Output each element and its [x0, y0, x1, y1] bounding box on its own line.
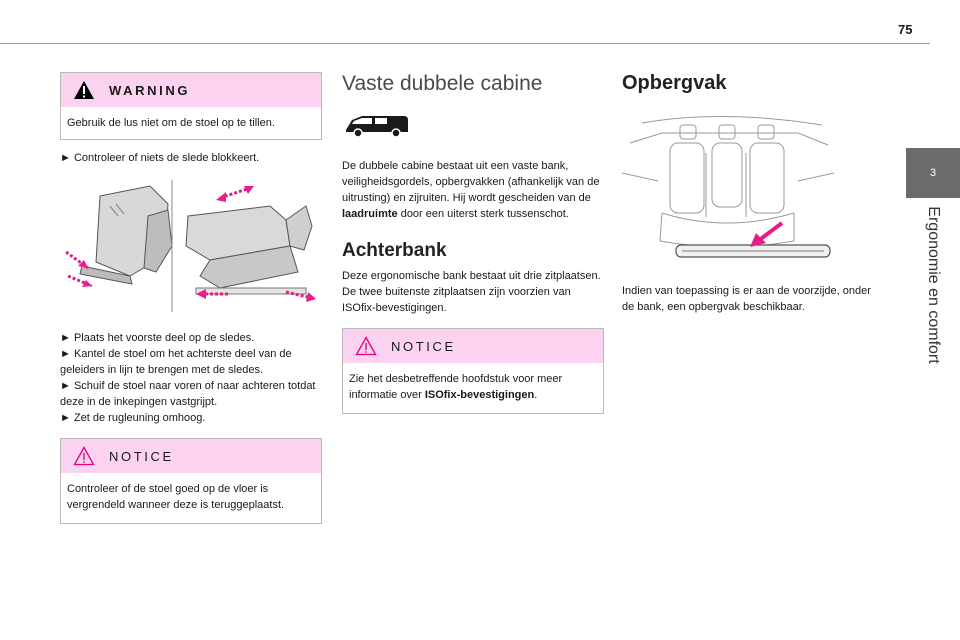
van-icon — [346, 116, 408, 138]
isofix-description: De twee buitenste zitplaatsen zijn voorz… — [342, 286, 571, 314]
section-title-double-cabin: Vaste dubbele cabine — [342, 72, 543, 95]
double-cabin-description: De dubbele cabine bestaat uit een vaste … — [342, 160, 600, 220]
column-left: WARNING Gebruik de lus niet om de stoel … — [60, 72, 322, 524]
chapter-tab-number: 3 — [929, 167, 937, 179]
warning-label: WARNING — [109, 82, 191, 98]
warning-triangle-icon — [73, 446, 95, 466]
warning-header: WARNING — [61, 73, 321, 107]
notice-box-2: NOTICE Zie het desbetreffende hoofdstuk … — [342, 328, 604, 414]
warning-triangle-icon — [74, 81, 94, 99]
steps-list: ► Plaats het voorste deel op de sledes. … — [60, 330, 322, 426]
bench-storage-illustration — [622, 113, 884, 273]
step-check-slide: ► Controleer of niets de slede blokkeert… — [60, 152, 260, 164]
page-number: 75 — [898, 22, 913, 37]
step-item: ► Zet de rugleuning omhoog. — [60, 412, 206, 424]
chapter-title: Ergonomie en comfort — [925, 206, 942, 364]
column-middle: Vaste dubbele cabine De dubbele cabine b… — [342, 72, 604, 414]
warning-box: WARNING Gebruik de lus niet om de stoel … — [60, 72, 322, 140]
notice-box-1: NOTICE Controleer of de stoel goed op de… — [60, 438, 322, 524]
notice-text: Zie het desbetreffende hoofdstuk voor me… — [349, 373, 563, 401]
warning-triangle-icon — [355, 336, 377, 356]
header-rule — [0, 43, 930, 44]
notice-header: NOTICE — [343, 329, 603, 363]
column-right: Opbergvak Indien van — [622, 72, 884, 315]
notice-header: NOTICE — [61, 439, 321, 473]
step-item: ► Kantel de stoel om het achterste deel … — [60, 348, 292, 376]
bench-description: Deze ergonomische bank bestaat uit drie … — [342, 270, 601, 282]
notice-label: NOTICE — [109, 448, 174, 464]
section-title-rear-bench: Achterbank — [342, 240, 447, 261]
step-item: ► Schuif de stoel naar voren of naar ach… — [60, 380, 316, 408]
storage-description: Indien van toepassing is er aan de voorz… — [622, 285, 871, 313]
step-item: ► Plaats het voorste deel op de sledes. — [60, 332, 255, 344]
warning-text: Gebruik de lus niet om de stoel op te ti… — [67, 117, 275, 129]
section-title-storage: Opbergvak — [622, 72, 727, 94]
chapter-tab[interactable]: 3 — [906, 148, 960, 198]
notice-label: NOTICE — [391, 338, 456, 354]
notice-text: Controleer of de stoel goed op de vloer … — [67, 483, 285, 511]
seat-illustration — [60, 176, 322, 316]
